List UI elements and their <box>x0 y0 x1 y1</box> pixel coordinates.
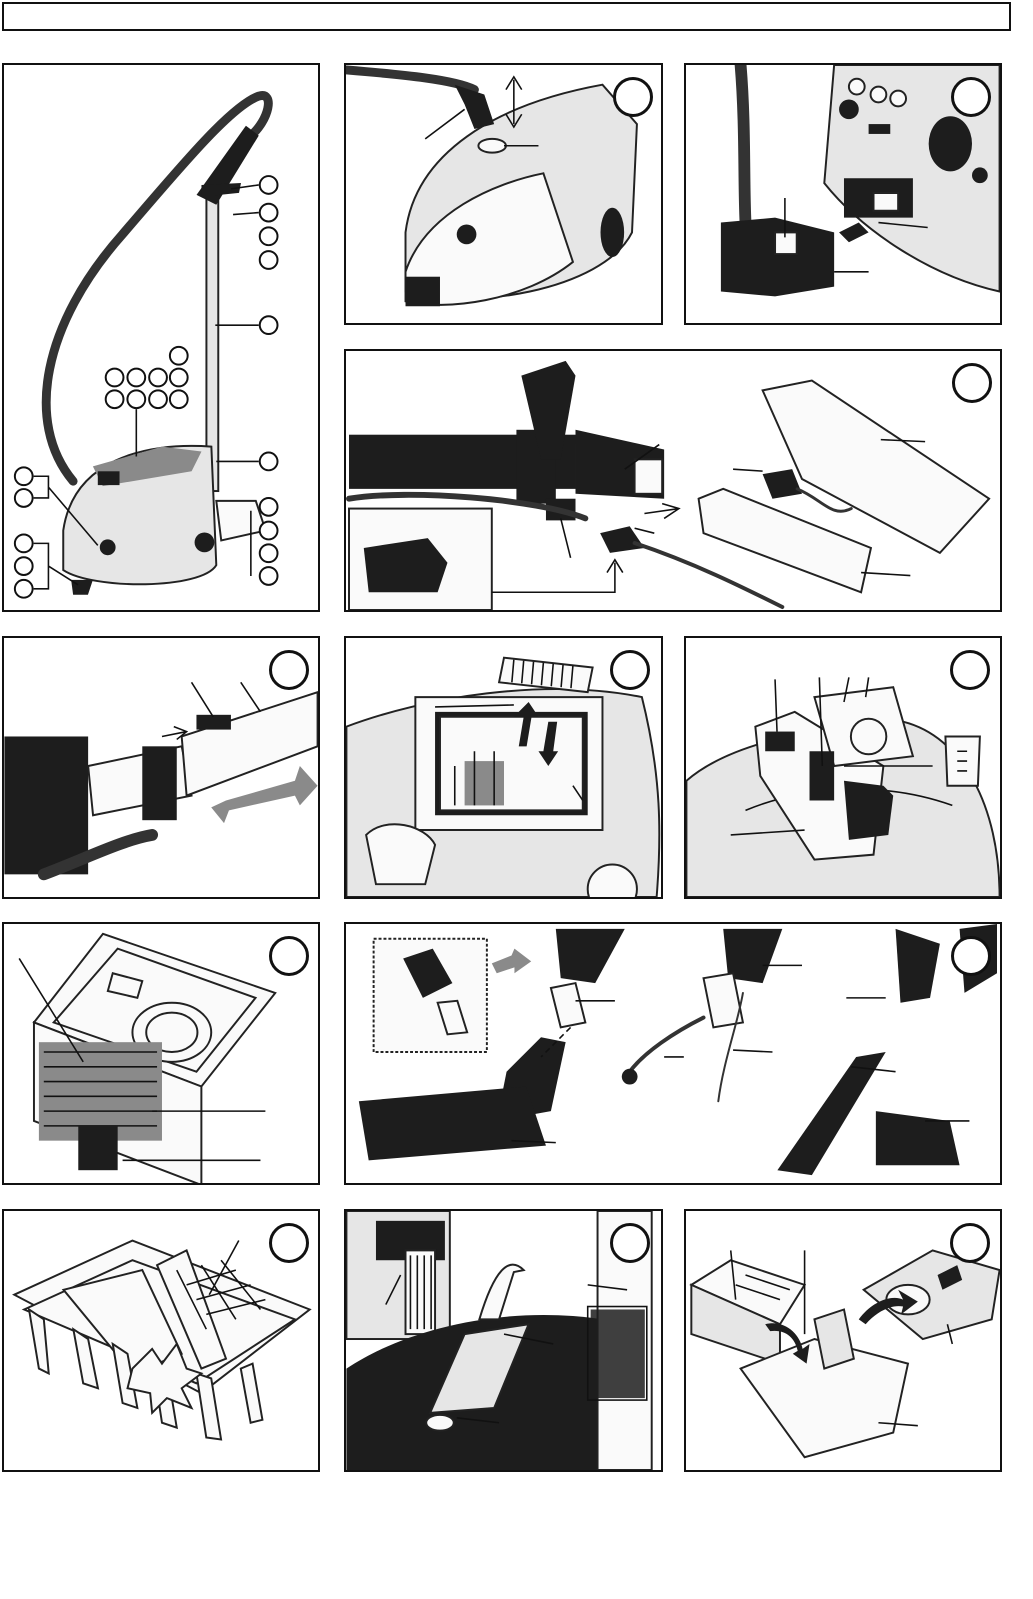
figure-j-illustration <box>346 1211 653 1470</box>
figure-e <box>344 636 663 899</box>
figure-a-badge <box>613 77 653 117</box>
figure-f <box>684 636 1002 899</box>
figure-f-illustration <box>686 677 1000 897</box>
figure-c <box>344 349 1002 612</box>
figure-k-badge <box>950 1223 990 1263</box>
figure-k-illustration <box>689 1249 1000 1459</box>
figure-a <box>344 63 663 325</box>
figure-h-illustration <box>358 924 997 1176</box>
figure-d <box>2 636 320 899</box>
figure-i <box>2 1209 320 1472</box>
figure-b-badge <box>951 77 991 117</box>
figure-f-badge <box>950 650 990 690</box>
figure-b <box>684 63 1002 325</box>
figure-c-badge <box>952 363 992 403</box>
figure-e-badge <box>610 650 650 690</box>
callout-circles <box>13 175 279 599</box>
figure-d-illustration <box>4 681 318 881</box>
figure-h-badge <box>951 936 991 976</box>
figure-j <box>344 1209 663 1472</box>
figure-i-badge <box>269 1223 309 1263</box>
page-header-bar <box>2 2 1011 31</box>
figure-g-illustration <box>18 932 277 1183</box>
overview-illustration <box>13 91 279 599</box>
figure-overview <box>2 63 320 612</box>
figure-g-badge <box>269 936 309 976</box>
figure-g <box>2 922 320 1185</box>
figure-k <box>684 1209 1002 1472</box>
figure-d-badge <box>269 650 309 690</box>
figure-j-badge <box>610 1223 650 1263</box>
figure-b-illustration <box>720 65 1000 297</box>
figure-a-illustration <box>346 65 638 307</box>
figure-e-illustration <box>346 656 661 897</box>
figure-i-illustration <box>12 1239 312 1441</box>
figure-c-illustration <box>346 360 991 610</box>
figure-h <box>344 922 1002 1185</box>
